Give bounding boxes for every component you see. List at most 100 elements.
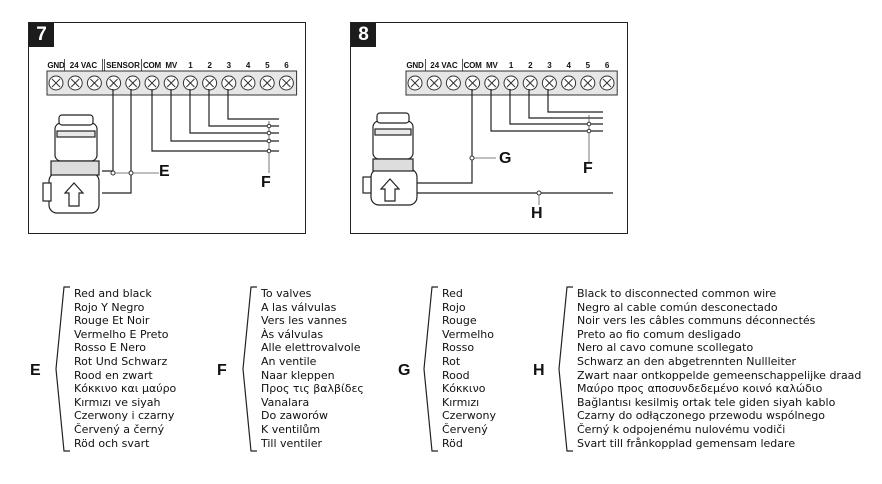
panel-number-badge: 8 <box>351 23 376 47</box>
brace-line <box>423 286 438 452</box>
legend-item: Rosso <box>442 341 475 355</box>
legend-item: Κόκκινο <box>442 382 486 396</box>
legend-item: Rood <box>442 368 470 382</box>
legend-item: Rot Und Schwarz <box>74 354 168 368</box>
screw-slot <box>602 78 612 88</box>
terminal-strip <box>46 70 298 96</box>
rain-sensor-icon <box>362 112 418 206</box>
terminal-label: 6 <box>284 61 289 70</box>
screw-slot <box>166 78 176 88</box>
wire-f-mv <box>490 89 603 132</box>
legend-item: Kırmızı <box>442 395 480 409</box>
screw-slot <box>90 78 99 88</box>
legend-item: Rosso E Nero <box>74 341 147 355</box>
legend-item: Vermelho E Preto <box>74 327 169 341</box>
brace <box>558 286 573 452</box>
legend-letter: H <box>533 362 545 379</box>
brace-line <box>55 286 70 452</box>
label-24vac: 24 VAC <box>64 59 103 72</box>
screw-slot <box>449 78 458 88</box>
wire-e-2 <box>102 89 132 194</box>
screw-slot <box>545 78 554 88</box>
legend-item: Czarny do odłączonego przewodu wspólnego <box>577 409 825 423</box>
screw-slot <box>224 78 234 88</box>
screw-slot <box>525 78 535 88</box>
screw-slot <box>243 78 253 88</box>
screw-slot <box>282 78 291 88</box>
wire-f-2 <box>528 89 603 119</box>
legend-item: Μαύρο προς αποσυνδεδεμένο κοινό καλώδιο <box>577 382 823 396</box>
legend-item: Naar kleppen <box>261 368 335 382</box>
legend-letter: F <box>217 362 227 379</box>
wiring-diagram-8 <box>362 70 618 206</box>
screw-slot <box>51 78 61 88</box>
legend-item: Kırmızı ve siyah <box>74 395 161 409</box>
legend-item: Red and black <box>74 287 152 300</box>
brace <box>55 286 70 452</box>
terminal-label: 5 <box>265 61 270 70</box>
terminal-label: 6 <box>604 61 610 70</box>
legend-item: Czerwony i czarny <box>74 409 175 423</box>
terminal-label: 5 <box>585 61 590 70</box>
brace <box>423 286 438 452</box>
terminal-label: GND <box>406 61 424 70</box>
screw-slot <box>487 78 497 88</box>
legend-item: Röd <box>442 436 463 450</box>
legend-item: Black to disconnected common wire <box>577 287 777 300</box>
screw-slot <box>186 78 195 88</box>
brace-line <box>558 286 573 452</box>
legend-item: Bağlantısı kesilmiş ortak tele giden siy… <box>577 395 836 409</box>
label-24vac: 24 VAC <box>425 59 463 72</box>
legend-item: Nero al cavo comune scollegato <box>577 341 754 355</box>
wire-f-mv <box>170 89 279 142</box>
legend-item: Rouge Et Noir <box>74 314 150 328</box>
terminal-label: 2 <box>528 61 533 70</box>
legend-item: Till ventiler <box>261 436 323 450</box>
screw-slot <box>410 78 420 88</box>
terminal-label: GND <box>47 61 65 70</box>
terminal-label: 1 <box>188 61 193 70</box>
terminal-label: 3 <box>547 61 552 70</box>
legend-item: Vanalara <box>261 395 310 409</box>
terminal-label: 4 <box>245 61 251 70</box>
panel-number-badge: 7 <box>29 23 54 47</box>
legend-item: Rojo <box>442 300 466 314</box>
wire-f-2 <box>208 89 279 127</box>
legend-item: Zwart naar ontkoppelde gemeenschappelijk… <box>577 368 862 382</box>
legend-item: Rouge <box>442 314 477 328</box>
legend-item: Röd och svart <box>74 436 150 450</box>
terminal-strip <box>405 70 618 96</box>
screw-slot <box>70 78 80 88</box>
terminal-label: 1 <box>508 61 514 70</box>
screw-slot <box>128 78 138 88</box>
callout-f: F <box>261 174 271 191</box>
legend-item: Do zaworów <box>261 409 328 423</box>
legend-item: Noir vers les câbles communs déconnectés <box>577 314 816 328</box>
wire-f-com <box>151 89 279 152</box>
callout-f: F <box>583 160 593 177</box>
screw-slot <box>147 78 157 88</box>
wiring-diagram-7 <box>42 70 298 214</box>
wire-f-1 <box>189 89 279 134</box>
wire-f-3 <box>227 89 279 120</box>
legend-item: Alle elettrovalvole <box>261 341 361 355</box>
terminal-label: MV <box>165 61 177 70</box>
callout-h: H <box>531 205 543 222</box>
screw-slot <box>583 78 593 88</box>
terminal-label: COM <box>463 61 482 70</box>
label-sensor: SENSOR <box>104 59 142 72</box>
callout-g: G <box>499 150 512 167</box>
wire-g <box>401 89 473 184</box>
screw-slot <box>262 78 272 88</box>
legend-item: Preto ao fio comum desligado <box>577 327 741 341</box>
legend-item: Schwarz an den abgetrennten Nullleiter <box>577 354 797 368</box>
legend-item: Svart till frånkopplad gemensam ledare <box>577 436 796 450</box>
legend-item: Rot <box>442 354 461 368</box>
legend-letter: G <box>398 362 411 379</box>
legend-item: Vermelho <box>442 327 495 341</box>
